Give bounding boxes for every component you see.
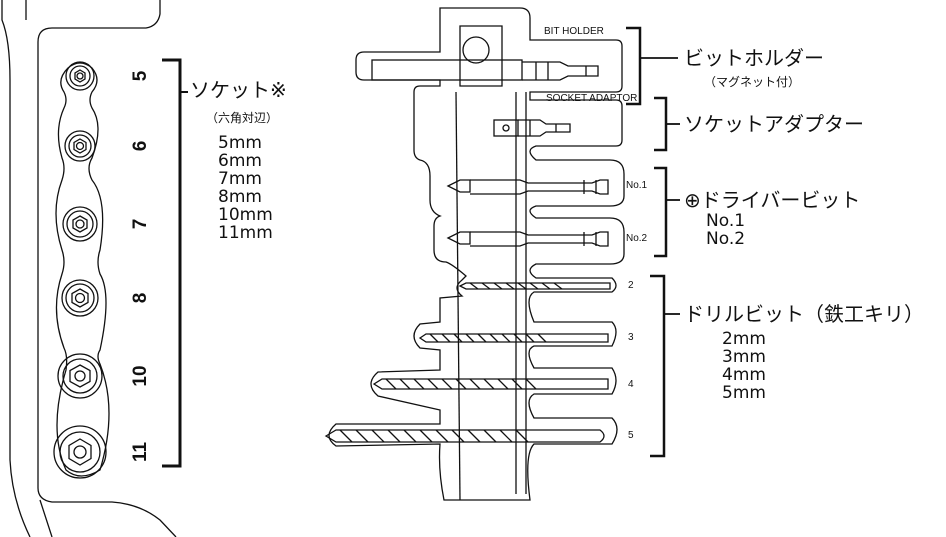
- socket-note: （六角対辺）: [206, 111, 279, 125]
- socket-size-item: 10mm: [218, 205, 273, 225]
- drill-bit-size-item: 5mm: [722, 383, 766, 403]
- socket-11mm: [53, 425, 107, 479]
- bit-holder-frame: [328, 7, 625, 501]
- bit-holder-title: ビットホルダー: [684, 46, 824, 70]
- drill-bit-tag-2: 2: [628, 280, 634, 291]
- driver-bit-bracket: [654, 166, 680, 258]
- socket-size-item: 8mm: [218, 187, 262, 207]
- bit-holder-bracket: [626, 26, 678, 106]
- drill-bit-tag-3: 3: [628, 332, 634, 343]
- drill-bit-3mm: [418, 333, 609, 343]
- bit-holder-tag: BIT HOLDER: [544, 26, 604, 37]
- socket-number-8: 8: [130, 292, 151, 304]
- socket-size-item: 6mm: [218, 151, 262, 171]
- socket-number-5: 5: [130, 70, 151, 82]
- socket-bracket: [162, 58, 188, 468]
- socket-10mm: [57, 353, 103, 399]
- socket-size-item: 7mm: [218, 169, 262, 189]
- case-outline: [1, 0, 177, 537]
- driver-bit-title: ⊕ドライバービット: [684, 188, 861, 212]
- socket-rail: [55, 62, 110, 477]
- socket-number-10: 10: [130, 365, 151, 387]
- driver-bit-no1: [446, 179, 609, 195]
- drill-bit-size-item: 2mm: [722, 329, 766, 349]
- socket-number-11: 11: [130, 441, 151, 463]
- socket-5mm: [65, 61, 95, 91]
- driver-bit-tag-no2: No.2: [626, 233, 648, 244]
- bit-holder: [371, 59, 599, 81]
- socket-7mm: [62, 206, 98, 242]
- socket-title: ソケット※: [190, 78, 287, 102]
- drill-bit-5mm: [324, 429, 605, 443]
- driver-bit-tag-no1: No.1: [626, 180, 648, 191]
- drill-bit-tag-4: 4: [628, 379, 634, 390]
- socket-adaptor-tag: SOCKET ADAPTOR: [546, 93, 638, 104]
- socket-size-list: 5mm 6mm 7mm 8mm 10mm 11mm: [218, 134, 273, 242]
- drill-bit-size-list: 2mm 3mm 4mm 5mm: [722, 330, 766, 402]
- socket-size-item: 5mm: [218, 133, 262, 153]
- socket-6mm: [64, 130, 96, 162]
- socket-number-7: 7: [130, 218, 151, 230]
- drill-bit-bracket: [650, 274, 680, 458]
- drill-bit-tag-5: 5: [628, 430, 634, 441]
- drill-bit-title: ドリルビット（鉄工キリ）: [684, 302, 924, 326]
- driver-bit-size-list: No.1 No.2: [706, 212, 745, 248]
- drill-bit-2mm: [458, 282, 611, 290]
- drill-bit-size-item: 4mm: [722, 365, 766, 385]
- bit-holder-note: （マグネット付）: [704, 75, 801, 89]
- socket-adaptor-title: ソケットアダプター: [684, 112, 864, 136]
- socket-size-item: 11mm: [218, 223, 273, 243]
- socket-adaptor-bracket: [654, 96, 680, 152]
- socket-8mm: [61, 279, 99, 317]
- socket-number-6: 6: [130, 140, 151, 152]
- driver-bit-size-item: No.2: [706, 229, 746, 249]
- drill-bit-4mm: [372, 378, 609, 390]
- driver-bit-size-item: No.1: [706, 211, 746, 231]
- driver-bit-no2: [446, 231, 609, 247]
- drill-bit-size-item: 3mm: [722, 347, 766, 367]
- socket-adaptor: [493, 119, 571, 137]
